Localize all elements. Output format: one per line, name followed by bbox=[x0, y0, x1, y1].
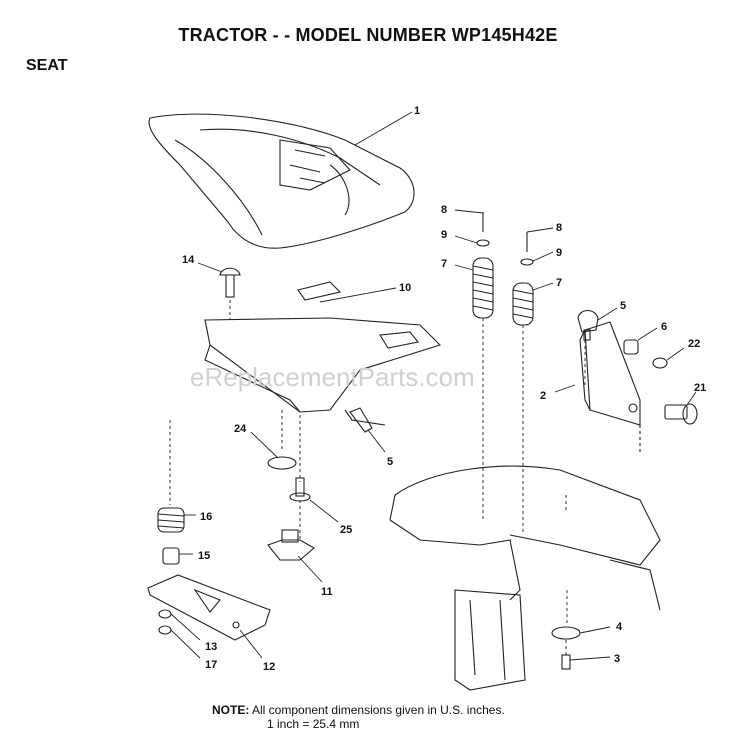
callout-2: 2 bbox=[540, 390, 546, 402]
note-line2: 1 inch = 25.4 mm bbox=[267, 717, 360, 731]
callout-11: 11 bbox=[321, 586, 333, 598]
bracket-part bbox=[579, 321, 641, 455]
section-label: SEAT bbox=[26, 57, 68, 74]
callout-24: 24 bbox=[234, 423, 247, 435]
callout-8-left: 8 bbox=[441, 204, 447, 216]
dimension-note: NOTE: All component dimensions given in … bbox=[212, 703, 505, 731]
callout-7-left: 7 bbox=[441, 258, 447, 270]
spring-left-part bbox=[472, 257, 494, 319]
knob-upper-part bbox=[577, 309, 599, 341]
page-title: TRACTOR - - MODEL NUMBER WP145H42E bbox=[178, 25, 558, 45]
callout-15: 15 bbox=[198, 550, 210, 562]
callout-21: 21 bbox=[694, 382, 706, 394]
callout-6: 6 bbox=[661, 321, 667, 333]
spring-right-part bbox=[512, 282, 534, 326]
callout-12: 12 bbox=[263, 661, 275, 673]
note-label: NOTE: bbox=[212, 703, 250, 717]
seat-pan-part bbox=[204, 281, 442, 426]
callout-10: 10 bbox=[399, 282, 411, 294]
callout-3: 3 bbox=[614, 653, 620, 665]
callout-22: 22 bbox=[688, 338, 700, 350]
callout-14: 14 bbox=[182, 254, 195, 266]
knob-21-part bbox=[664, 403, 698, 425]
carriage-bolt-part bbox=[219, 267, 241, 298]
callout-7-right: 7 bbox=[556, 277, 562, 289]
note-line1: All component dimensions given in U.S. i… bbox=[252, 703, 505, 717]
callout-9-right: 9 bbox=[556, 247, 562, 259]
callout-9-left: 9 bbox=[441, 229, 447, 241]
tractor-frame-part bbox=[389, 465, 661, 691]
callout-25: 25 bbox=[340, 524, 352, 536]
seat-part bbox=[148, 113, 415, 249]
callout-13: 13 bbox=[205, 641, 217, 653]
callout-4: 4 bbox=[616, 621, 623, 633]
callout-5-lower: 5 bbox=[387, 456, 393, 468]
callout-1: 1 bbox=[414, 105, 420, 117]
watermark-text: eReplacementParts.com bbox=[190, 362, 475, 392]
callout-8-right: 8 bbox=[556, 222, 562, 234]
callout-17: 17 bbox=[205, 659, 217, 671]
callout-16: 16 bbox=[200, 511, 212, 523]
callout-5-upper: 5 bbox=[620, 300, 626, 312]
